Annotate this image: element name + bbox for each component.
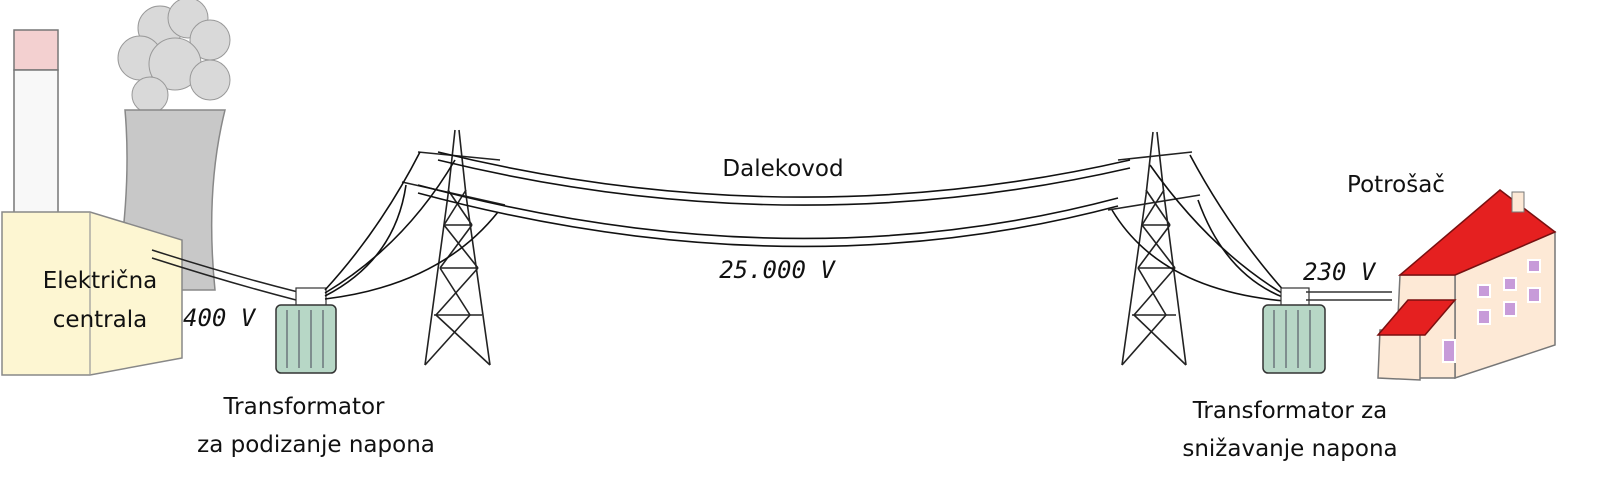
step-up-transformer-label-line2: za podizanje napona	[197, 432, 435, 458]
step-down-transformer	[1262, 287, 1326, 374]
front-roof	[1376, 299, 1457, 336]
step-down-transformer-label-line1: Transformator za	[1192, 398, 1388, 424]
drop-cables-right	[1111, 154, 1286, 302]
chimney-body	[13, 69, 59, 221]
power-plant-label-line2: centrala	[53, 307, 147, 333]
windows	[1442, 259, 1541, 363]
step-down-transformer-label-line2: snižavanje napona	[1182, 436, 1397, 462]
smoke	[117, 0, 231, 114]
pylon-right	[1107, 131, 1201, 366]
voltage-plant-label: 400 V	[183, 304, 257, 332]
voltage-consumer-label: 230 V	[1303, 258, 1377, 286]
transmission-line	[417, 151, 1131, 248]
chimney	[13, 29, 59, 71]
power-plant: Električna centrala	[1, 0, 231, 376]
voltage-line-label: 25.000 V	[719, 256, 836, 284]
pylon-left	[401, 129, 506, 366]
consumer-label: Potrošač	[1347, 172, 1445, 198]
house	[1376, 189, 1557, 381]
step-up-transformer	[275, 287, 337, 374]
power-line-label: Dalekovod	[722, 156, 843, 182]
drop-cables-left	[324, 151, 499, 300]
step-up-transformer-label-line1: Transformator	[222, 394, 385, 420]
power-plant-label-line1: Električna	[43, 268, 158, 294]
